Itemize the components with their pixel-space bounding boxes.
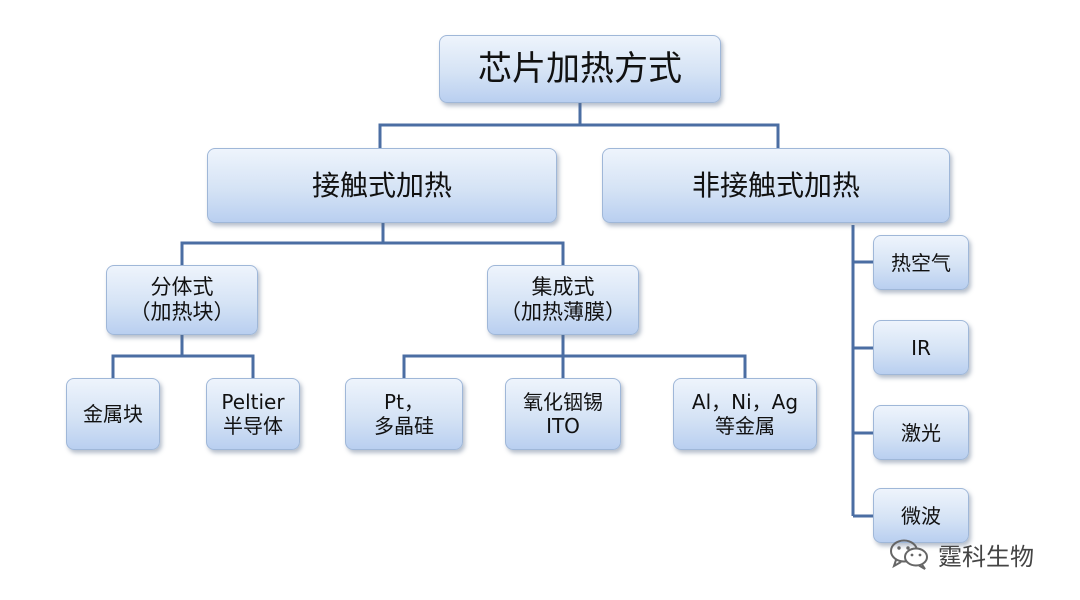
pt-polysilicon-line2: 多晶硅 [374,414,434,438]
connector-contact [180,223,385,265]
connector-separate [111,335,184,378]
wechat-icon [890,539,928,570]
metals-line2: 等金属 [715,414,775,438]
metals-line1: Al，Ni，Ag [691,390,799,414]
separate-type-line2: （加热块） [129,300,235,324]
peltier-line1: Peltier [221,390,285,414]
non-contact-heating-label: 非接触式加热 [691,168,860,202]
peltier-node: Peltier 半导体 [206,378,300,450]
metals-node: Al，Ni，Ag 等金属 [673,378,817,450]
non-contact-heating-node: 非接触式加热 [602,148,950,223]
separate-type-node: 分体式 （加热块） [106,265,258,335]
hot-air-node: 热空气 [873,235,969,290]
ito-line1: 氧化铟锡 [523,390,603,414]
laser-node: 激光 [873,405,969,460]
root-node: 芯片加热方式 [439,35,721,103]
connector-root-right [580,123,780,148]
watermark-text: 霆科生物 [938,542,1034,571]
laser-label: 激光 [901,420,941,445]
hot-air-label: 热空气 [891,250,951,275]
connector-root [378,103,582,148]
connector-integrated-right [563,354,747,378]
pt-polysilicon-node: Pt， 多晶硅 [345,378,463,450]
separate-type-line1: 分体式 [150,274,214,299]
integrated-type-line1: 集成式 [531,274,595,299]
metal-block-label: 金属块 [83,402,143,426]
pt-polysilicon-line1: Pt， [384,390,424,414]
microwave-node: 微波 [873,488,969,543]
connector-integrated [402,335,565,378]
root-label: 芯片加热方式 [478,48,682,89]
peltier-line2: 半导体 [223,414,283,438]
connector-contact-right [383,241,565,265]
connector-separate-right [182,354,255,378]
integrated-type-line2: （加热薄膜） [500,300,626,324]
integrated-type-node: 集成式 （加热薄膜） [487,265,639,335]
metal-block-node: 金属块 [66,378,160,450]
contact-heating-label: 接触式加热 [311,168,452,202]
ir-label: IR [911,335,931,360]
watermark: 霆科生物 [888,534,1034,574]
microwave-label: 微波 [901,503,941,528]
ir-node: IR [873,320,969,375]
contact-heating-node: 接触式加热 [207,148,557,223]
ito-line2: ITO [546,414,580,438]
ito-node: 氧化铟锡 ITO [505,378,621,450]
